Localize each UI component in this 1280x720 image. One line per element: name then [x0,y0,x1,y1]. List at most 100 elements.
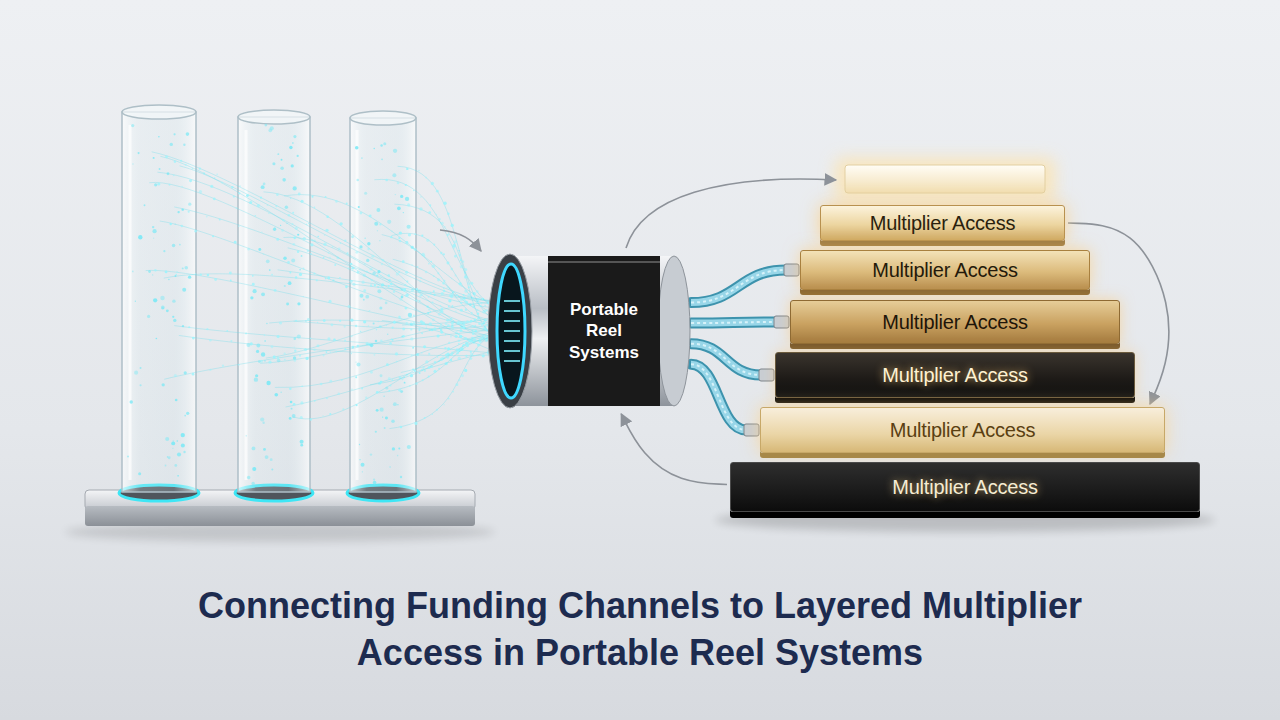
particle [386,363,389,366]
particle [313,349,316,352]
light-streak [504,310,520,312]
particle [303,267,305,269]
particle [294,359,297,362]
particle [418,170,420,172]
particle [361,157,363,159]
tube-rim [238,110,310,124]
particle [174,374,177,377]
particle [388,390,390,392]
multiplier-slab: Multiplier Access [820,205,1065,241]
particle [419,207,422,210]
particle [385,179,388,182]
particle [447,347,450,350]
particle [317,344,320,347]
particle [331,324,334,327]
reel-cylinder: Portable Reel Systems [488,252,693,410]
particle [333,339,336,342]
particle [247,476,250,479]
particle [206,328,208,330]
particle [471,341,473,343]
particle [192,337,195,340]
particle [291,258,295,262]
particle [175,274,177,276]
particle [274,393,278,397]
particle [301,386,302,387]
particle [165,465,167,467]
cable-core [691,270,786,303]
particle [404,307,407,310]
particle [415,382,418,385]
light-streak [504,300,520,302]
particle [366,259,369,262]
particle-stream [263,192,515,345]
particle [140,367,142,369]
particle [183,144,185,146]
particle [199,190,202,193]
particle [421,332,423,334]
particle [451,278,452,279]
particle [387,220,391,224]
particle [456,352,459,355]
particle [253,289,257,293]
particle-stream [174,207,515,308]
particle [460,265,463,268]
particle [182,186,183,187]
particle [364,192,367,195]
particle [448,305,450,307]
particle [172,448,173,449]
particle [273,228,276,231]
particle [355,325,357,327]
particle [458,343,460,345]
particle [357,271,359,273]
particle [252,283,255,286]
particle [238,225,240,227]
particle [279,321,282,324]
particle [441,222,444,225]
particle [368,325,369,326]
particle [451,224,454,227]
particle [160,296,164,300]
particle [264,340,266,342]
particle [393,290,395,292]
particle [389,466,391,468]
particle [398,271,400,273]
cable-plug [744,424,759,436]
particle [219,219,221,221]
particle [420,196,421,197]
particle [344,240,346,242]
particle [482,298,484,300]
particle [460,329,463,332]
particle [359,459,360,460]
particle [310,243,313,246]
particle [439,268,440,269]
particle [482,354,485,357]
particle [271,468,273,470]
particle [480,305,482,307]
particle [266,381,270,385]
particle [152,226,154,228]
particle [289,146,292,149]
particle [316,279,318,281]
particle [297,302,300,305]
particle [172,244,176,248]
particle [355,404,357,406]
particle [325,229,328,232]
particle [351,336,353,338]
particle [438,313,441,316]
particle [286,223,287,224]
particle [363,289,366,292]
particle [292,142,294,144]
particle [399,298,402,301]
particle [252,275,254,277]
particle [448,342,450,344]
particle [480,302,482,304]
particle [447,234,449,236]
particle [342,408,344,410]
particle [440,325,442,327]
particle [188,326,190,328]
particle [430,292,432,294]
particle [437,334,440,337]
particle [156,338,158,340]
particle [153,238,154,239]
particle [478,317,479,318]
